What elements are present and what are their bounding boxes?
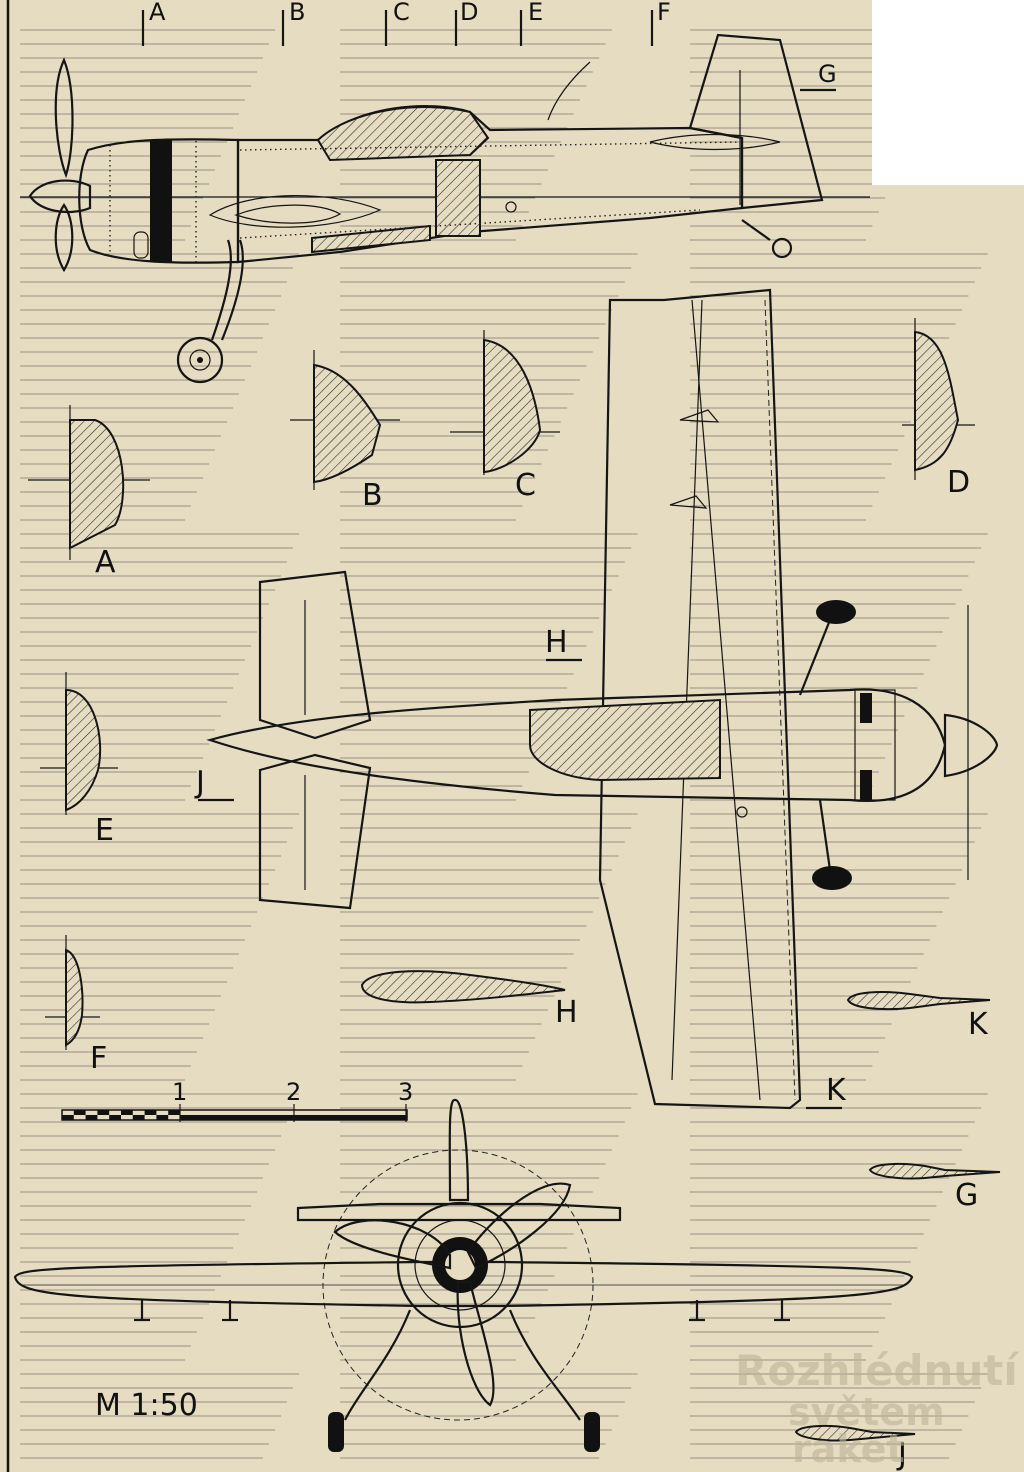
propeller-lower-blade xyxy=(54,203,74,273)
section-label-c: C xyxy=(515,468,536,503)
spinner xyxy=(28,179,92,214)
wing-root-hatched xyxy=(311,224,431,254)
section-label-g: G xyxy=(955,1178,978,1213)
section-b-shape xyxy=(313,363,382,484)
section-marker-e: E xyxy=(528,0,543,26)
exhaust-fairing xyxy=(208,195,382,228)
cross-sections: A B C D E F xyxy=(28,318,975,1076)
bleed-heading-1: Rozhlédnutí xyxy=(735,1346,1020,1395)
front-wheel-left xyxy=(328,1412,344,1452)
section-label-h-marker: H xyxy=(545,625,568,660)
section-marker-ticks xyxy=(141,10,654,46)
section-marker-f: F xyxy=(657,0,671,26)
section-label-e: E xyxy=(95,813,114,848)
horizontal-tail-lower xyxy=(258,753,372,910)
section-label-j-marker: J xyxy=(194,765,205,800)
main-wing-planform xyxy=(598,288,802,1110)
section-d-shape xyxy=(914,330,960,472)
front-view: M 1:50 xyxy=(13,1098,914,1452)
horizontal-tail-upper xyxy=(258,570,372,740)
front-wing xyxy=(13,1260,914,1308)
section-label-a: A xyxy=(95,545,116,580)
gear-wheel-top xyxy=(816,600,856,624)
canopy-hatched xyxy=(316,106,490,162)
section-a-shape xyxy=(69,419,125,550)
cowl-louvers xyxy=(150,140,172,262)
front-fin xyxy=(448,1098,470,1202)
front-prop-blade-bottom xyxy=(456,1280,495,1407)
airfoil-k xyxy=(846,991,991,1011)
section-label-b: B xyxy=(362,478,383,513)
scale-label: M 1:50 xyxy=(95,1388,198,1423)
scale-tick-3: 3 xyxy=(398,1078,413,1106)
horizontal-tail-side xyxy=(649,133,781,151)
airfoil-g xyxy=(868,1162,1001,1180)
propeller-upper-blade xyxy=(54,57,74,179)
airfoil-h xyxy=(360,970,566,1004)
scale-bar: 1 2 3 xyxy=(61,1078,413,1122)
airfoil-j xyxy=(794,1424,916,1442)
section-marker-b: B xyxy=(289,0,305,26)
side-view: A B C D E F xyxy=(20,0,870,384)
section-label-h: H xyxy=(555,995,578,1030)
front-prop-blade-right xyxy=(466,1182,572,1270)
cockpit-hatched xyxy=(435,159,481,237)
front-gear-right xyxy=(508,1309,581,1421)
airfoil-profiles: H K G J xyxy=(360,970,1001,1472)
scale-tick-1: 1 xyxy=(172,1078,187,1106)
front-stabilizer xyxy=(296,1202,622,1222)
front-wheel-right xyxy=(584,1412,600,1452)
cutout-corner xyxy=(872,0,1024,185)
section-f-shape xyxy=(65,948,84,1047)
front-gear-left xyxy=(344,1309,412,1421)
section-marker-c: C xyxy=(393,0,410,26)
main-wheel xyxy=(176,336,224,384)
section-label-k: K xyxy=(968,1007,989,1042)
vertical-tail xyxy=(688,33,824,210)
gear-strut-top xyxy=(798,619,832,696)
bleed-heading-2: světem xyxy=(788,1390,945,1434)
section-label-f: F xyxy=(90,1041,107,1076)
spinner-top xyxy=(943,713,999,778)
cockpit-top-hatched xyxy=(529,698,721,782)
bleed-heading-3: raket xyxy=(792,1427,905,1471)
section-label-k-marker: K xyxy=(826,1073,847,1108)
section-e-shape xyxy=(65,688,102,812)
bleed-through-heading: Rozhlédnutí světem raket xyxy=(735,1346,1020,1471)
tail-wheel xyxy=(771,237,793,259)
top-view: H J K xyxy=(194,288,999,1110)
section-label-d: D xyxy=(947,465,970,500)
engine-cowl xyxy=(78,138,240,264)
section-label-j: J xyxy=(896,1437,907,1472)
gear-wheel-bottom xyxy=(812,866,852,890)
section-marker-d: D xyxy=(460,0,478,26)
section-c-shape xyxy=(483,338,542,474)
front-prop-blade-left xyxy=(333,1219,452,1270)
scale-tick-2: 2 xyxy=(286,1078,301,1106)
main-gear-leg xyxy=(210,239,232,341)
section-marker-a: A xyxy=(149,0,166,26)
section-label-g-marker: G xyxy=(818,60,837,88)
wing-spar-line xyxy=(691,299,761,1101)
